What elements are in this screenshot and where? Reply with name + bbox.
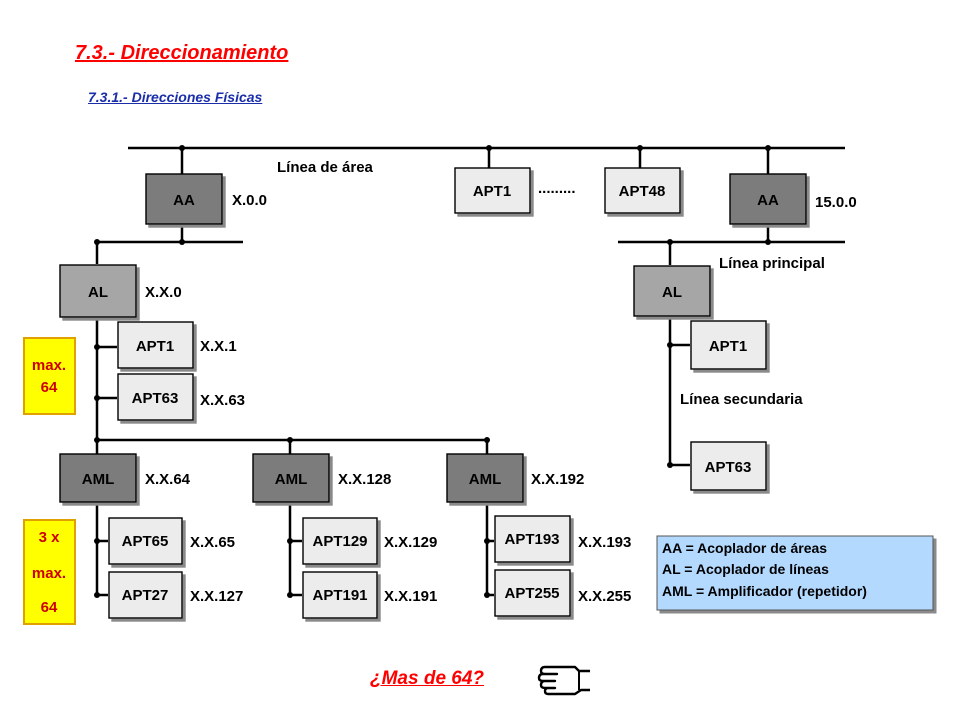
area-coupler-right: AA <box>729 173 807 225</box>
amp-device-address: X.X.191 <box>384 588 437 605</box>
secondary-line-label: Línea secundaria <box>680 391 803 408</box>
amp-device-label: APT255 <box>504 585 559 602</box>
amp-device-label: APT193 <box>504 531 559 548</box>
device-ellipsis: ......... <box>538 180 576 197</box>
more-than-64-link[interactable]: ¿Mas de 64? <box>370 668 485 689</box>
secondary-device: APT63 <box>690 441 767 491</box>
secondary-device: APT1 <box>690 320 767 370</box>
area-line-label: Línea de área <box>277 159 374 176</box>
page-title: 7.3.- Direccionamiento <box>75 42 289 64</box>
amplifier-label: AML <box>82 471 115 488</box>
main-line-label: Línea principal <box>719 255 825 272</box>
legend-item: AA = Acoplador de áreas <box>662 540 827 556</box>
area-coupler-address: 15.0.0 <box>815 194 857 211</box>
amp-device-label: APT27 <box>122 587 169 604</box>
line-coupler-address: X.X.0 <box>145 284 182 301</box>
amplifier-address: X.X.64 <box>145 471 191 488</box>
amplifier: AML <box>252 453 330 503</box>
area-coupler-label: AA <box>757 192 779 209</box>
line-device-label: APT63 <box>132 390 179 407</box>
amp-device-address: X.X.65 <box>190 534 235 551</box>
line-device-address: X.X.63 <box>200 392 245 409</box>
amplifier: AML <box>446 453 524 503</box>
note-line: 64 <box>41 599 58 616</box>
amp-device: APT255 <box>494 569 571 617</box>
page-subtitle: 7.3.1.- Direcciones Físicas <box>88 89 263 105</box>
line-coupler-left: AL <box>59 264 137 318</box>
legend-item: AL = Acoplador de líneas <box>662 561 829 577</box>
amplifier: AML <box>59 453 137 503</box>
area-device: APT1 <box>454 167 531 214</box>
legend-item: AML = Amplificador (repetidor) <box>662 583 867 599</box>
amp-device: APT193 <box>494 515 571 563</box>
area-coupler-label: AA <box>173 192 195 209</box>
amp-device-label: APT65 <box>122 533 169 550</box>
amp-device-address: X.X.129 <box>384 534 437 551</box>
amp-device-address: X.X.193 <box>578 534 631 551</box>
amp-device-label: APT191 <box>312 587 367 604</box>
note-line: 3 x <box>39 529 61 546</box>
line-device: APT63 <box>117 373 194 421</box>
pointing-hand-icon-graphic <box>537 665 590 696</box>
three-x-max-64-note: 3 x max. 64 <box>23 519 76 625</box>
amp-device: APT191 <box>302 571 378 619</box>
amp-device: APT129 <box>302 517 378 565</box>
amp-device-address: X.X.255 <box>578 588 631 605</box>
legend: AA = Acoplador de áreas AL = Acoplador d… <box>656 535 934 611</box>
note-line: max. <box>32 565 66 582</box>
max-64-note: max. 64 <box>23 337 76 415</box>
area-coupler-address: X.0.0 <box>232 192 267 209</box>
line-coupler-right: AL <box>633 265 711 317</box>
line-coupler-label: AL <box>88 284 108 301</box>
amp-device-label: APT129 <box>312 533 367 550</box>
line-coupler-label: AL <box>662 284 682 301</box>
note-line: max. <box>32 357 66 374</box>
amplifier-address: X.X.128 <box>338 471 391 488</box>
amplifier-label: AML <box>275 471 308 488</box>
amplifier-address: X.X.192 <box>531 471 584 488</box>
amp-device: APT65 <box>108 517 183 565</box>
amp-device-address: X.X.127 <box>190 588 243 605</box>
secondary-device-label: APT1 <box>709 338 747 355</box>
secondary-device-label: APT63 <box>705 459 752 476</box>
area-device: APT48 <box>604 167 681 214</box>
pointing-hand-icon[interactable] <box>535 659 593 703</box>
line-device-address: X.X.1 <box>200 338 237 355</box>
area-coupler-left: AA <box>145 173 223 225</box>
area-device-label: APT1 <box>473 183 511 200</box>
line-device-label: APT1 <box>136 338 174 355</box>
bus-lines <box>95 146 845 597</box>
junction-dots <box>94 145 771 598</box>
amplifier-label: AML <box>469 471 502 488</box>
amp-device: APT27 <box>108 571 183 619</box>
area-device-label: APT48 <box>619 183 666 200</box>
line-device: APT1 <box>117 321 194 369</box>
note-line: 64 <box>41 379 58 396</box>
